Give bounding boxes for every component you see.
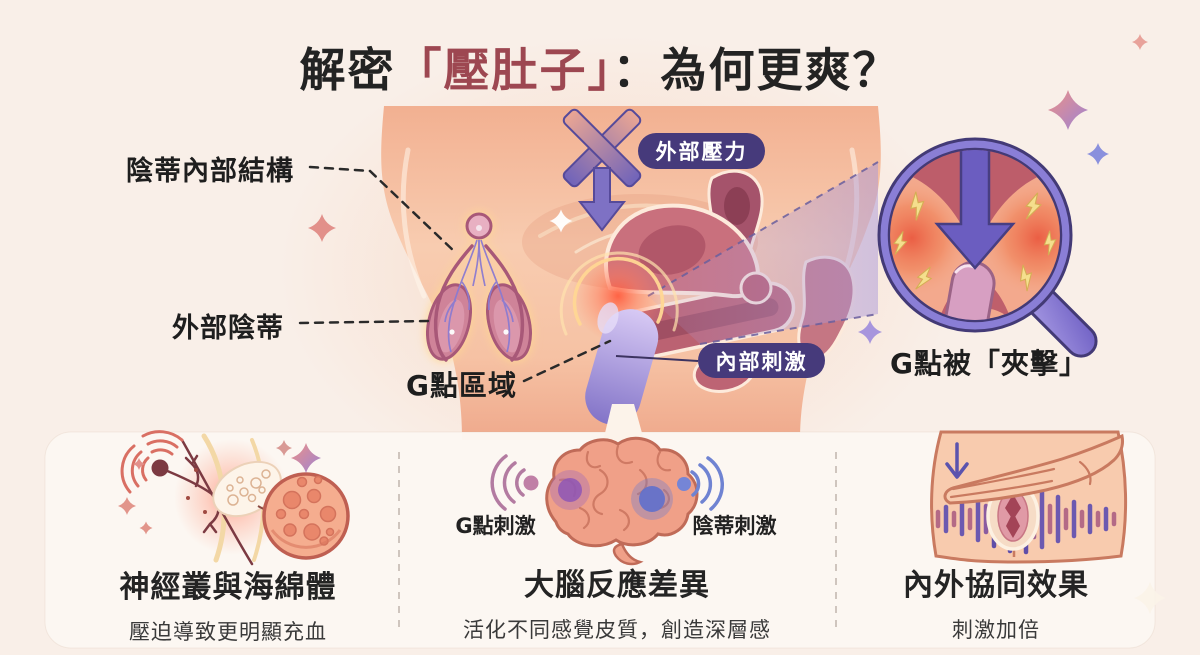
sparkle-icon (549, 209, 573, 233)
brain-folds (558, 444, 672, 532)
vulva-icon (986, 481, 1040, 551)
external-pressure-badge: 外部壓力 (638, 133, 765, 169)
clitoris-nerves (444, 239, 514, 353)
hand-press-icon (930, 430, 1128, 564)
sparkle-icon (118, 497, 136, 515)
pressing-hand (943, 433, 1124, 505)
page-title: 解密「壓肚子」：為何更爽？ (0, 34, 1200, 100)
zoom-beam (647, 161, 879, 345)
label-external-clitoris: 外部陰蒂 (172, 313, 284, 344)
pinch-down-arrow-icon (934, 150, 1016, 270)
pressure-x-arrow-icon (562, 108, 642, 232)
down-arrow-icon (945, 442, 969, 479)
pressure-ripple-lines (522, 194, 758, 290)
panel-heading: 大腦反應差異 (524, 568, 710, 603)
panel-heading: 內外協同效果 (903, 568, 1089, 603)
gspot-glow (549, 209, 679, 342)
clitoris-illustration (426, 212, 532, 362)
panel-synergy-effect: 內外協同效果 刺激加倍 (838, 560, 1154, 644)
panel-heading: 神經叢與海綿體 (119, 570, 337, 605)
brain-icon (490, 436, 725, 566)
badge-connector-line (615, 355, 699, 362)
label-gspot-pinched: G點被「夾擊」 (890, 347, 1088, 380)
nerve-branches (158, 454, 250, 534)
wand-handle (598, 404, 650, 462)
lightning-bolts-icon (891, 189, 1059, 294)
sparkle-icon (858, 320, 882, 344)
panel-description: 壓迫導致更明顯充血 (129, 620, 327, 644)
title-prefix: 解密 (299, 43, 396, 97)
label-clitoris-stimulation: 陰蒂刺激 (692, 514, 777, 538)
label-gspot-stimulation: G點刺激 (455, 514, 536, 538)
signal-waves-left-icon (490, 454, 539, 511)
sparkle-icon (308, 214, 336, 242)
sparkle-icon (1087, 143, 1109, 165)
sparkle-icon (139, 521, 153, 535)
magnifier-icon (877, 137, 1098, 358)
background-haze (278, 35, 958, 505)
title-suffix: ：為何更爽？ (612, 43, 901, 97)
signal-waves-icon (120, 430, 184, 494)
soundwave-bars-icon (935, 483, 1117, 555)
sparkle-icon (133, 458, 145, 470)
panel-description: 活化不同感覺皮質，創造深層感 (463, 618, 771, 642)
magnifier-inside-gspot-pinch (890, 150, 1060, 320)
panel-nerve-sponge: 神經叢與海綿體 壓迫導致更明顯充血 (52, 562, 404, 646)
label-clitoris-internal-structure: 陰蒂內部結構 (126, 156, 294, 187)
panel-brain-response: 大腦反應差異 活化不同感覺皮質，創造深層感 (400, 560, 834, 644)
internal-stimulation-badge: 內部刺激 (698, 343, 825, 378)
sparkle-icon (291, 443, 321, 473)
panel-description: 刺激加倍 (952, 618, 1040, 642)
stimulation-rod-illustration (585, 302, 659, 425)
title-highlight: 「壓肚子」 (395, 43, 613, 97)
label-connector-lines (298, 165, 612, 383)
spongy-body-crosssection (262, 472, 350, 560)
sparkle-icon (276, 440, 292, 456)
nerve-sponge-icon (118, 430, 350, 566)
label-gspot-area: G點區域 (406, 369, 517, 402)
sponge-texture (226, 469, 271, 506)
signal-waves-right-icon (677, 456, 725, 511)
